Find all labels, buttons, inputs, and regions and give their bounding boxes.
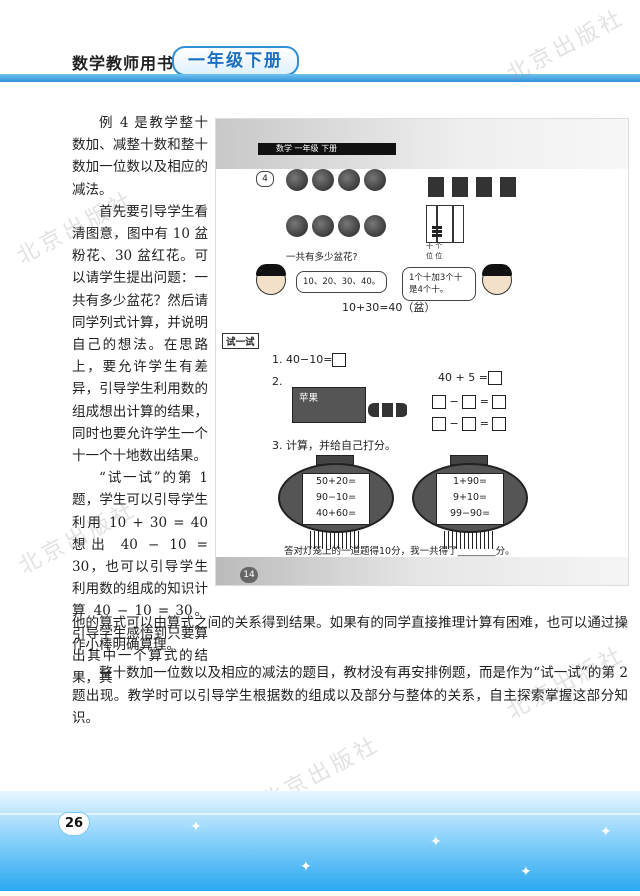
lantern-equation: 50+20= bbox=[315, 476, 357, 487]
try-section-label: 试一试 bbox=[222, 333, 259, 349]
answer-box[interactable] bbox=[487, 371, 502, 385]
answer-box[interactable] bbox=[492, 395, 507, 409]
abacus-label: 十 个 bbox=[426, 242, 443, 250]
flower-pot-icon bbox=[338, 169, 360, 191]
textbook-page-number: 14 bbox=[240, 567, 258, 583]
lantern-equation: 9+10= bbox=[452, 492, 488, 503]
full-width-text: 他的算式可以由算式之间的关系得到结果。如果有的同学直接推理计算有困难，也可以通过… bbox=[72, 612, 628, 729]
example-badge: 4 bbox=[256, 171, 274, 187]
left-column-text: 例 4 是教学整十数加、减整十数和整十数加一位数以及相应的减法。 首先要引导学生… bbox=[72, 112, 208, 689]
lantern-left: 50+20= 90−10= 40+60= bbox=[278, 463, 394, 533]
answer-box[interactable] bbox=[462, 395, 477, 409]
sparkle-icon: ✦ bbox=[430, 834, 442, 850]
abacus-icon bbox=[426, 205, 464, 243]
grade-label: 一年级下册 bbox=[172, 46, 299, 76]
try-item-2-equation: 40 + 5 = bbox=[438, 371, 502, 385]
lantern-equation: 90−10= bbox=[315, 492, 357, 503]
page-footer bbox=[0, 791, 640, 891]
sparkle-icon: ✦ bbox=[190, 819, 202, 835]
paragraph: 整十数加一位数以及相应的减法的题目，教材没有再安排例题，而是作为“试一试”的第 … bbox=[72, 665, 628, 726]
try-item-1: 1. 40−10= bbox=[272, 353, 347, 367]
apples-icon bbox=[368, 403, 408, 417]
paragraph: 他的算式可以由算式之间的关系得到结果。如果有的同学直接推理计算有困难，也可以通过… bbox=[72, 615, 628, 654]
lantern-equation: 99−90= bbox=[449, 508, 491, 519]
answer-box[interactable] bbox=[492, 417, 507, 431]
answer-box[interactable] bbox=[432, 417, 446, 431]
book-title: 数学教师用书 bbox=[72, 54, 175, 73]
lantern-equation: 1+90= bbox=[452, 476, 488, 487]
textbook-page-image: 数学 一年级 下册 4 一共有多少盆花? 十 个 位 位 10、20、30、40… bbox=[215, 118, 629, 586]
inset-footer bbox=[216, 557, 628, 585]
blank-equation: − = bbox=[432, 395, 507, 409]
speech-bubble: 10、20、30、40。 bbox=[296, 271, 388, 293]
lantern-equation: 40+60= bbox=[315, 508, 357, 519]
lantern-right: 1+90= 9+10= 99−90= bbox=[412, 463, 528, 533]
answer-box[interactable] bbox=[462, 417, 477, 431]
try-item-3: 3. 计算，并给自己打分。 bbox=[272, 439, 396, 452]
paragraph: “试一试”的第 1 题，学生可以引导学生利用 10 + 30 = 40 想出 4… bbox=[72, 470, 208, 687]
answer-box[interactable] bbox=[432, 395, 446, 409]
lantern-equations: 1+90= 9+10= 99−90= bbox=[436, 473, 504, 525]
child-avatar bbox=[482, 264, 512, 295]
abacus-sublabel: 位 位 bbox=[426, 252, 443, 260]
header-bar bbox=[0, 74, 640, 82]
lantern-fringe bbox=[444, 531, 494, 549]
flower-pot-icon bbox=[312, 215, 334, 237]
flower-pot-icon bbox=[364, 169, 386, 191]
score-line: 答对灯笼上的一道题得10分，我一共得了________分。 bbox=[284, 546, 515, 557]
footer-line bbox=[0, 813, 640, 815]
page-number: 26 bbox=[58, 812, 90, 836]
speech-bubble: 1个十加3个十是4个十。 bbox=[402, 267, 476, 301]
flower-pot-icon bbox=[338, 215, 360, 237]
flower-pot-icon bbox=[312, 169, 334, 191]
bead-strings-icon bbox=[428, 177, 516, 197]
flower-pot-icon bbox=[364, 215, 386, 237]
example-equation: 10+30=40（盆） bbox=[342, 301, 436, 314]
flower-pot-icon bbox=[286, 215, 308, 237]
page-header: 数学教师用书 一年级下册 bbox=[0, 0, 640, 96]
blank-equation: − = bbox=[432, 417, 507, 431]
sparkle-icon: ✦ bbox=[300, 859, 312, 875]
try-item-2: 2. bbox=[272, 375, 283, 388]
paragraph: 例 4 是教学整十数加、减整十数和整十数加一位数以及相应的减法。 bbox=[72, 115, 208, 198]
flower-pot-icon bbox=[286, 169, 308, 191]
lantern-equations: 50+20= 90−10= 40+60= bbox=[302, 473, 370, 525]
sparkle-icon: ✦ bbox=[600, 824, 612, 840]
apple-crate-icon: 苹果 bbox=[292, 387, 366, 423]
lantern-fringe bbox=[310, 531, 360, 549]
child-avatar bbox=[256, 264, 286, 295]
paragraph: 首先要引导学生看清图意，图中有 10 盆粉花、30 盆红花。可以请学生提出问题：… bbox=[72, 203, 208, 465]
answer-box[interactable] bbox=[332, 353, 347, 367]
sparkle-icon: ✦ bbox=[520, 864, 532, 880]
question-text: 一共有多少盆花? bbox=[286, 252, 358, 263]
textbook-band: 数学 一年级 下册 bbox=[258, 143, 396, 155]
crate-label: 苹果 bbox=[299, 393, 319, 404]
